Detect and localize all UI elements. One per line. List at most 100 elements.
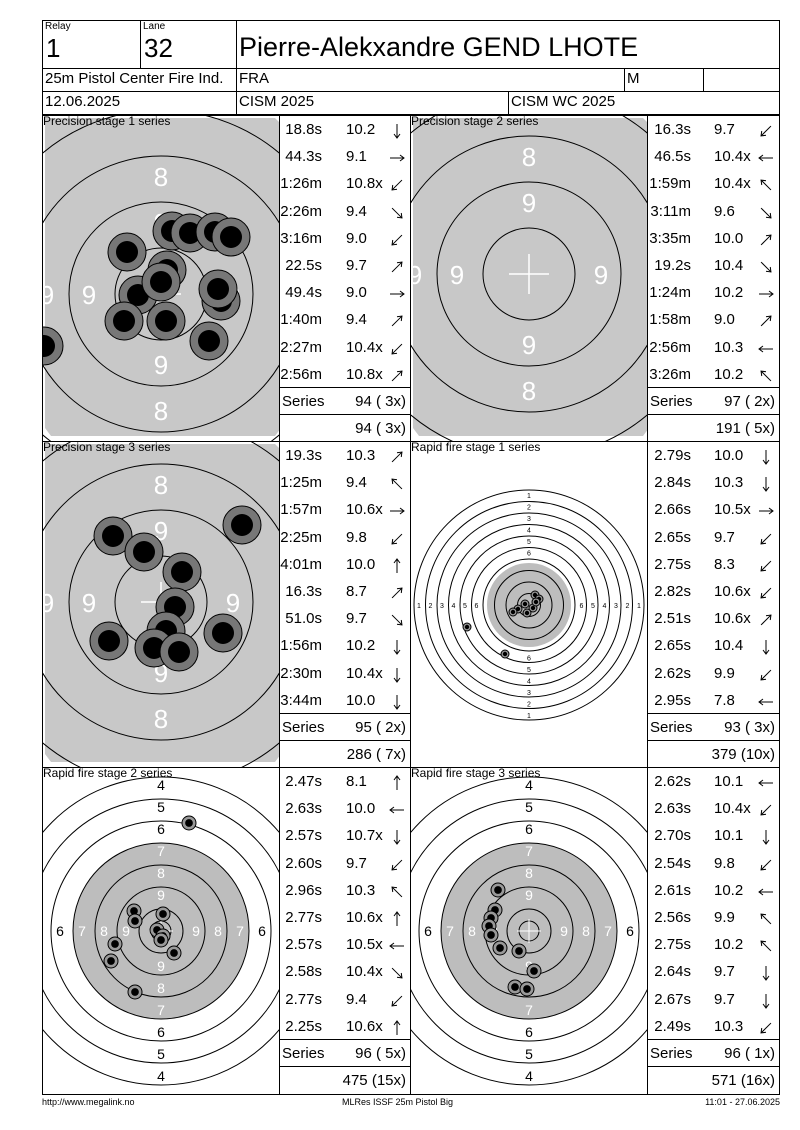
ring-label: 6 <box>525 1024 533 1040</box>
shot-time: 2.75s <box>654 555 691 573</box>
shot-time: 3:26m <box>649 365 691 383</box>
shot-time: 44.3s <box>285 148 322 166</box>
ring-label: 7 <box>604 923 612 939</box>
footer-software: MLRes ISSF 25m Pistol Big <box>342 1097 454 1107</box>
shot-score: 10.6x <box>346 1017 383 1035</box>
shot-score: 9.9 <box>714 909 735 926</box>
shot-row: 22.5s 9.7 <box>280 252 410 279</box>
direction-arrow-icon <box>760 587 772 599</box>
shot-score: 10.3 <box>346 447 376 464</box>
shot-score: 9.7 <box>346 854 367 872</box>
shot-score: 7.8 <box>714 691 735 709</box>
shot-score: 10.4x <box>346 664 383 682</box>
date-box: 12.06.2025 <box>42 91 237 115</box>
direction-arrow-icon <box>760 560 772 572</box>
shot-time: 2:26m <box>280 202 322 220</box>
shot-score: 9.0 <box>346 229 367 247</box>
direction-arrow-icon <box>760 234 772 246</box>
shot-score: 9.1 <box>346 148 367 166</box>
shot-time: 1:59m <box>649 175 691 193</box>
nation: FRA <box>239 70 269 87</box>
direction-arrow-icon <box>391 180 403 191</box>
ring-label: 8 <box>154 470 168 500</box>
footer-url[interactable]: http://www.megalink.no <box>42 1097 135 1107</box>
series-total: 95 ( 2x) <box>355 719 406 736</box>
shot-score: 10.2 <box>346 637 376 655</box>
shot-score: 10.8x <box>346 175 383 193</box>
ring-label: 6 <box>626 923 634 939</box>
direction-arrow-icon <box>389 806 404 814</box>
shot-score: 9.7 <box>714 121 735 138</box>
direction-arrow-icon <box>760 261 772 273</box>
direction-arrow-icon <box>390 507 405 515</box>
shot-score: 10.2 <box>714 365 744 383</box>
ring-label: 9 <box>154 350 168 380</box>
shot-time: 2.62s <box>654 773 691 790</box>
direction-arrow-icon <box>762 450 770 465</box>
direction-arrow-icon <box>393 640 401 656</box>
shot-score: 10.3 <box>346 881 376 899</box>
shot-score: 10.2 <box>714 936 744 954</box>
direction-arrow-icon <box>393 1019 401 1035</box>
shot-time: 2.77s <box>285 990 322 1008</box>
lane-label: Lane <box>143 21 166 32</box>
target-ring <box>50 820 272 1042</box>
shot-time: 2.95s <box>654 691 691 709</box>
shot-time: 1:40m <box>280 311 322 329</box>
ring-label: 4 <box>603 603 607 610</box>
direction-arrow-icon <box>760 614 772 626</box>
shot-time: 2.56s <box>654 909 691 926</box>
direction-arrow-icon <box>393 911 401 926</box>
shot-score: 10.3 <box>714 338 744 356</box>
direction-arrow-icon <box>390 154 405 162</box>
shot-score: 9.7 <box>346 257 367 274</box>
shot-score: 10.4 <box>714 637 744 655</box>
shot-time: 2:56m <box>649 338 691 356</box>
ring-label: 9 <box>226 588 240 618</box>
ring-label: 6 <box>475 603 479 610</box>
shot-time: 1:57m <box>280 501 322 519</box>
shot-time: 22.5s <box>285 257 322 274</box>
series-total: 93 ( 3x) <box>724 719 775 736</box>
direction-arrow-icon <box>393 775 401 790</box>
shot-time: 1:26m <box>280 175 322 193</box>
ring-label: 8 <box>468 923 476 939</box>
ring-label: 8 <box>157 865 165 881</box>
direction-arrow-icon <box>391 614 403 626</box>
target-ring <box>482 227 576 321</box>
direction-arrow-icon <box>391 995 403 1007</box>
shot-time: 2.66s <box>654 501 691 519</box>
target-ring <box>72 842 250 1020</box>
ring-label: 7 <box>446 923 454 939</box>
direction-arrow-icon <box>391 343 403 355</box>
panel-title: Precision stage 2 series <box>411 115 539 128</box>
shot-score: 10.2 <box>346 121 376 138</box>
ring-label: 4 <box>525 1068 533 1084</box>
shot-time: 51.0s <box>285 610 322 628</box>
ring-label: 9 <box>192 923 200 939</box>
ring-label: 2 <box>626 603 630 610</box>
target-precision-3: 8999989 <box>43 442 279 767</box>
competition-box: CISM 2025 <box>236 91 509 115</box>
cumulative-total-row: 379 (10x) <box>648 740 779 768</box>
shot-time: 2.65s <box>654 637 691 655</box>
shot-score: 10.4x <box>714 175 751 193</box>
shot-row: 1:59m 10.4x <box>648 170 779 197</box>
shot-time: 2.47s <box>285 773 322 790</box>
ring-label: 1 <box>637 603 641 610</box>
ring-label: 9 <box>411 260 422 290</box>
